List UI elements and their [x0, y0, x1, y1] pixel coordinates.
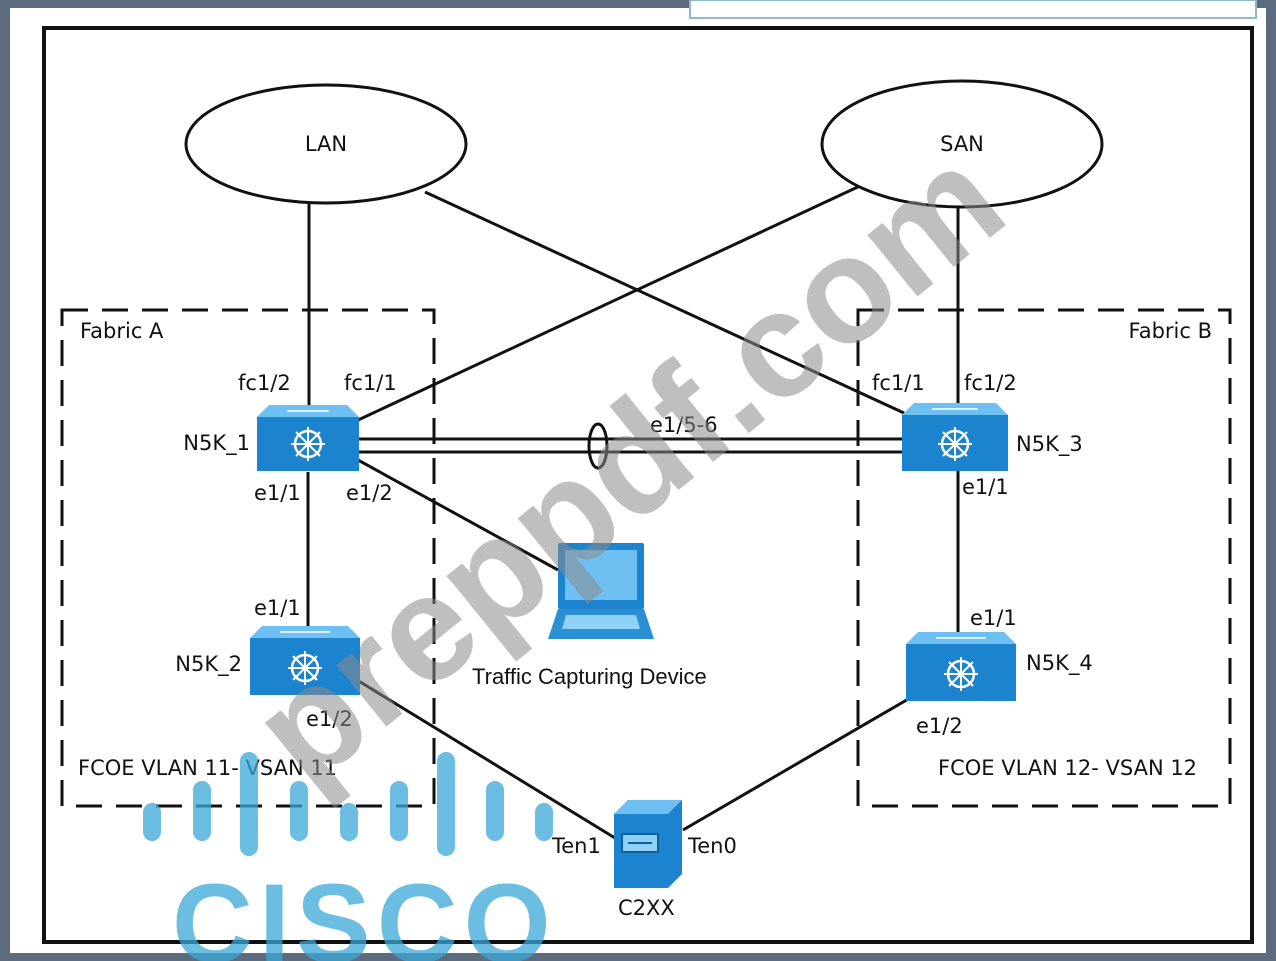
- fabric-b-footer: FCOE VLAN 12- VSAN 12: [938, 756, 1197, 780]
- port-c2xx-ten1: Ten1: [551, 834, 601, 858]
- link-n5k1-capture: [357, 458, 559, 572]
- link-n5k4-c2xx: [682, 696, 911, 832]
- portchannel-ellipse: [587, 422, 609, 470]
- cisco-bar: [193, 781, 211, 841]
- cisco-bar: [290, 781, 308, 841]
- n5k2-switch-icon: [250, 626, 360, 695]
- capture-device-label: Traffic Capturing Device: [472, 664, 707, 689]
- cisco-bar: [340, 803, 358, 841]
- port-c2xx-ten0: Ten0: [687, 834, 737, 858]
- port-channel-label: e1/5-6: [650, 413, 718, 437]
- n5k2-label: N5K_2: [175, 652, 242, 677]
- n5k4-label: N5K_4: [1026, 651, 1093, 676]
- san-label: SAN: [940, 132, 984, 156]
- n5k3-label: N5K_3: [1016, 432, 1083, 457]
- cisco-bar: [535, 803, 553, 841]
- links: [306, 183, 960, 840]
- port-n5k3-fc12: fc1/2: [964, 371, 1017, 395]
- port-n5k3-fc11: fc1/1: [872, 371, 925, 395]
- port-n5k1-fc12: fc1/2: [238, 371, 291, 395]
- port-n5k4-e12: e1/2: [916, 714, 963, 738]
- lan-label: LAN: [305, 132, 347, 156]
- cisco-bar: [437, 752, 455, 856]
- port-n5k3-e11: e1/1: [962, 475, 1009, 499]
- cisco-word-watermark: CISCO: [172, 861, 557, 961]
- link-n5k2-c2xx: [356, 678, 616, 840]
- cisco-bar: [486, 781, 504, 841]
- cisco-bar: [390, 781, 408, 841]
- c2xx-server-icon: [614, 800, 682, 888]
- san-cloud: [820, 79, 1104, 209]
- fabric-a-title: Fabric A: [80, 319, 164, 343]
- port-n5k2-e12: e1/2: [306, 707, 353, 731]
- n5k1-switch-icon: [257, 405, 359, 471]
- n5k4-switch-icon: [906, 632, 1016, 701]
- laptop-icon: [548, 543, 654, 639]
- n5k3-switch-icon: [902, 403, 1008, 471]
- port-n5k1-e11: e1/1: [254, 481, 301, 505]
- c2xx-label: C2XX: [618, 896, 675, 920]
- fabric-b-box: [856, 308, 1232, 808]
- fabric-b-title: Fabric B: [1129, 319, 1212, 343]
- port-n5k1-fc11: fc1/1: [344, 371, 397, 395]
- fabric-a-footer: FCOE VLAN 11- VSAN 11: [78, 756, 337, 780]
- cisco-bar: [143, 803, 161, 841]
- link-lan-n5k3: [424, 190, 905, 415]
- lan-cloud: [184, 83, 468, 205]
- cisco-bar: [240, 752, 258, 856]
- port-n5k4-e11: e1/1: [970, 606, 1017, 630]
- diagram-border: [42, 26, 1254, 944]
- cisco-logo-watermark: [143, 752, 553, 856]
- port-n5k1-e12: e1/2: [346, 481, 393, 505]
- port-n5k2-e11: e1/1: [254, 596, 301, 620]
- top-strip: [689, 0, 1257, 19]
- link-san-n5k1: [355, 183, 863, 423]
- n5k1-label: N5K_1: [183, 431, 250, 456]
